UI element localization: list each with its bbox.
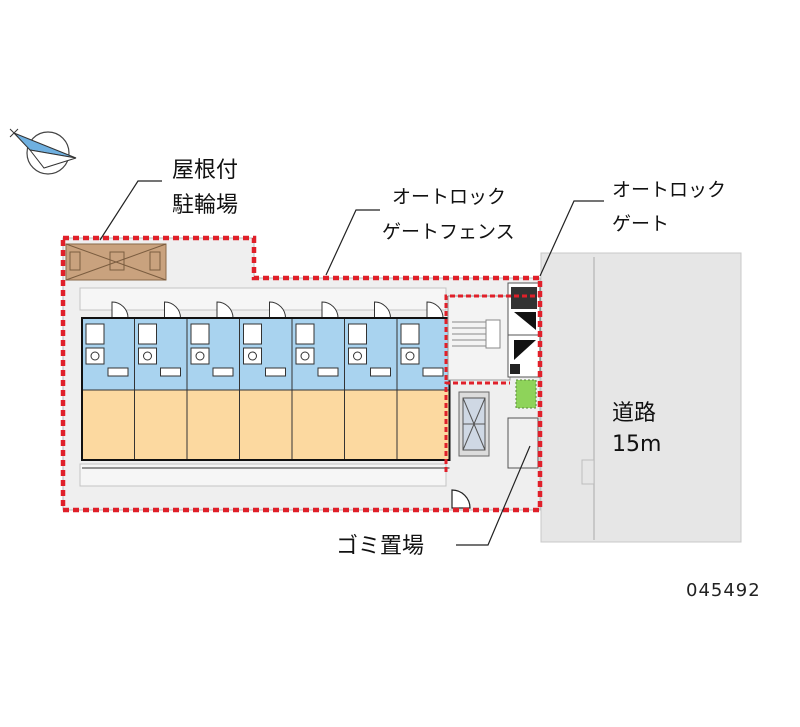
road-label: 道路 (612, 401, 656, 426)
unit-toilet-bowl (195, 351, 205, 361)
unit-toilet (138, 347, 157, 365)
elevator (458, 391, 490, 457)
unit-toilet (348, 347, 367, 365)
autolock-gate-label-2: ゲート (612, 213, 669, 235)
leader-lines (99, 180, 604, 546)
planting (515, 379, 537, 409)
site-boundary (60, 235, 543, 513)
unit-toilet (190, 347, 210, 365)
autolock-fence-label-1: オートロック (392, 186, 506, 208)
autolock-fence-label-2: ゲートフェンス (382, 221, 515, 243)
unit-living-room (239, 389, 293, 461)
unit-bath (243, 323, 262, 345)
unit-toilet-bowl (353, 351, 362, 361)
unit-kitchen (317, 367, 339, 377)
bicycle-parking-label-1: 屋根付 (172, 158, 238, 183)
unit-living-room (291, 389, 345, 461)
unit-toilet (400, 347, 420, 365)
unit-living-room (134, 389, 188, 461)
autolock-gate-label-1: オートロック (612, 179, 726, 201)
unit-toilet-bowl (300, 351, 310, 361)
compass-icon (9, 128, 77, 175)
unit-toilet (295, 347, 315, 365)
unit-kitchen (160, 367, 181, 377)
unit-kitchen (370, 367, 391, 377)
unit-living-room (186, 389, 240, 461)
apartment-units (81, 301, 451, 469)
unit-bath (138, 323, 157, 345)
unit-toilet-bowl (90, 351, 100, 361)
unit-kitchen (422, 367, 444, 377)
property-code: 045492 (686, 580, 761, 601)
unit-living-room (396, 389, 450, 461)
unit-living-room (344, 389, 398, 461)
bicycle-parking-label-2: 駐輪場 (172, 193, 238, 218)
unit-bath (348, 323, 367, 345)
road-width-label: 15m (612, 432, 661, 457)
unit-kitchen (107, 367, 129, 377)
unit-bath (190, 323, 210, 345)
building-outline (81, 317, 451, 461)
unit-kitchen (265, 367, 286, 377)
autolock-fence-lower (444, 381, 510, 472)
unit-living-room (81, 389, 135, 461)
covered-bicycle-parking (65, 243, 167, 281)
unit-toilet-bowl (405, 351, 415, 361)
unit-kitchen (212, 367, 234, 377)
autolock-fence (444, 294, 540, 380)
unit-toilet (243, 347, 262, 365)
garbage-label: ゴミ置場 (336, 534, 424, 559)
unit-toilet-bowl (248, 351, 257, 361)
unit-bath (85, 323, 105, 345)
garbage-area (507, 417, 539, 469)
unit-bath (400, 323, 420, 345)
gate-door-swing (451, 489, 471, 509)
stairs (447, 295, 511, 381)
autolock-gate (507, 282, 541, 378)
unit-toilet (85, 347, 105, 365)
unit-toilet-bowl (143, 351, 152, 361)
road (540, 252, 742, 543)
unit-bath (295, 323, 315, 345)
